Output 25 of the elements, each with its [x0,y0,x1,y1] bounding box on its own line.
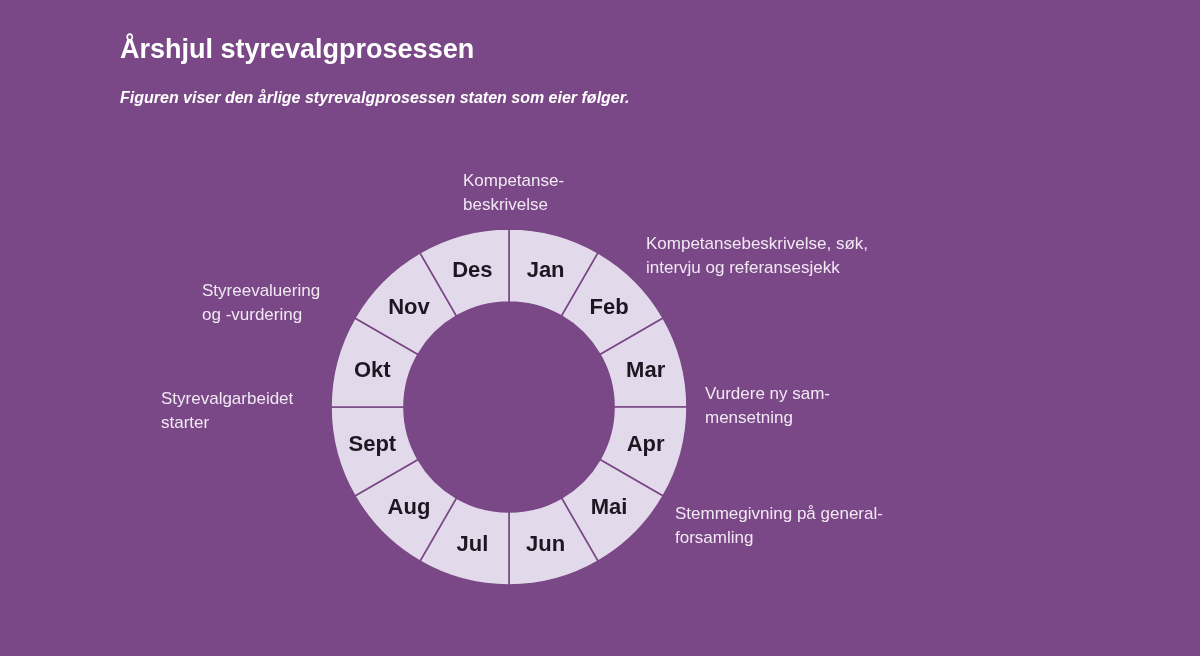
month-segment [330,406,420,498]
subtitle: Figuren viser den årlige styrevalgprosessen staten som eier følger. [120,88,630,108]
month-label: Des [452,257,493,284]
process-step-label: Kompetanse- beskrivelse [463,170,566,216]
month-label: Jun [526,530,566,557]
process-step-label: Kompetansebeskrivelse, søk, intervju og referansesjekk [646,233,870,279]
month-label: Jul [456,530,489,557]
month-segment [353,458,458,563]
month-segment [598,406,688,497]
title: Årshjul styrevalgprosessen [120,33,475,65]
month-label: Okt [353,357,391,384]
process-step-label: Vurdere ny sam- mensetning [705,383,832,429]
month-label: Sept [348,430,397,457]
month-label: Apr [626,430,665,457]
process-step-label: Styrevalgarbeidet starter [161,388,295,434]
month-segment [598,317,688,408]
month-label: Jan [526,257,565,284]
month-label: Feb [589,293,629,320]
month-segment [330,317,420,409]
process-step-label: Stemmegivning på general- forsamling [675,503,884,549]
month-label: Mai [590,494,628,521]
month-label: Nov [388,293,430,320]
process-step-label: Styreevaluering og -vurdering [202,280,322,326]
month-label: Mar [626,357,666,384]
month-label: Aug [387,494,431,521]
